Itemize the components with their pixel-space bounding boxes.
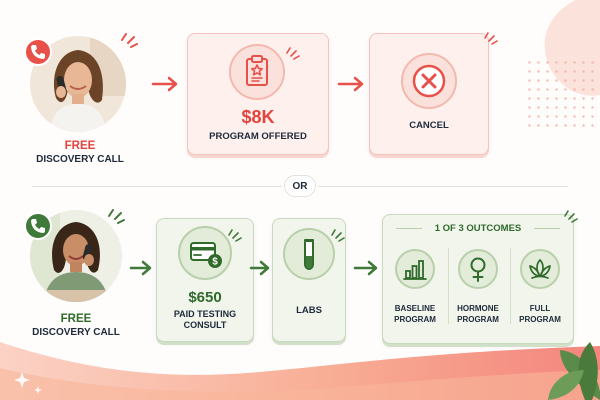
- outcome-separator: [510, 248, 511, 324]
- accent-lines-icon: [118, 28, 140, 50]
- phone-icon: [24, 212, 52, 240]
- program-icon-ring: [229, 44, 285, 100]
- testing-label-line1: PAID TESTING: [156, 309, 254, 320]
- arrow-right-icon: [352, 260, 382, 276]
- outcome-full-line2: PROGRAM: [512, 315, 568, 325]
- accent-lines-icon: [226, 226, 242, 242]
- call-label-free-top: FREE: [30, 140, 130, 153]
- outcome-ring-baseline: [395, 249, 435, 289]
- program-price: $8K: [187, 108, 329, 126]
- testing-label-line2: CONSULT: [156, 320, 254, 331]
- cancel-icon-ring: [401, 53, 457, 109]
- arrow-right-icon: [150, 76, 182, 92]
- clipboard-star-icon: [231, 46, 283, 98]
- call-label-free-bottom: FREE: [26, 313, 126, 326]
- arrow-right-icon: [336, 76, 368, 92]
- call-label-discovery-bottom: DISCOVERY CALL: [16, 326, 136, 339]
- phone-icon: [24, 38, 52, 66]
- outcome-full-line1: FULL: [512, 304, 568, 314]
- accent-lines-icon: [329, 226, 345, 242]
- or-text: OR: [284, 180, 316, 193]
- divider-line-left: [32, 186, 282, 187]
- call-label-discovery-top: DISCOVERY CALL: [20, 153, 140, 166]
- outcome-ring-hormone: [458, 249, 498, 289]
- outcome-ring-full: [520, 249, 560, 289]
- labs-icon-ring: [283, 228, 335, 280]
- testing-price: $650: [156, 290, 254, 305]
- outcome-baseline-line1: BASELINE: [386, 304, 444, 314]
- svg-text:$: $: [212, 257, 218, 268]
- cancel-label: CANCEL: [369, 119, 489, 132]
- arrow-right-icon: [128, 260, 156, 276]
- female-symbol-icon: [460, 251, 496, 287]
- accent-lines-icon: [284, 44, 300, 60]
- outcome-baseline-line2: PROGRAM: [386, 315, 444, 325]
- arrow-right-icon: [248, 260, 274, 276]
- close-icon: [403, 55, 455, 107]
- credit-card-dollar-icon: $: [180, 228, 230, 278]
- outcomes-title: 1 OF 3 OUTCOMES: [382, 222, 574, 235]
- program-offered-label: PROGRAM OFFERED: [187, 130, 329, 143]
- labs-label: LABS: [272, 304, 346, 317]
- testing-icon-ring: $: [178, 226, 232, 280]
- outcome-hormone-line1: HORMONE: [448, 304, 508, 314]
- accent-lines-icon: [105, 204, 127, 226]
- divider-line-right: [318, 186, 568, 187]
- outcome-hormone-line2: PROGRAM: [448, 315, 508, 325]
- lotus-icon: [522, 251, 558, 287]
- test-tube-icon: [285, 230, 333, 278]
- dot-pattern: [525, 58, 600, 130]
- accent-lines-icon: [482, 28, 500, 46]
- bar-chart-icon: [397, 251, 433, 287]
- accent-lines-icon: [562, 206, 580, 224]
